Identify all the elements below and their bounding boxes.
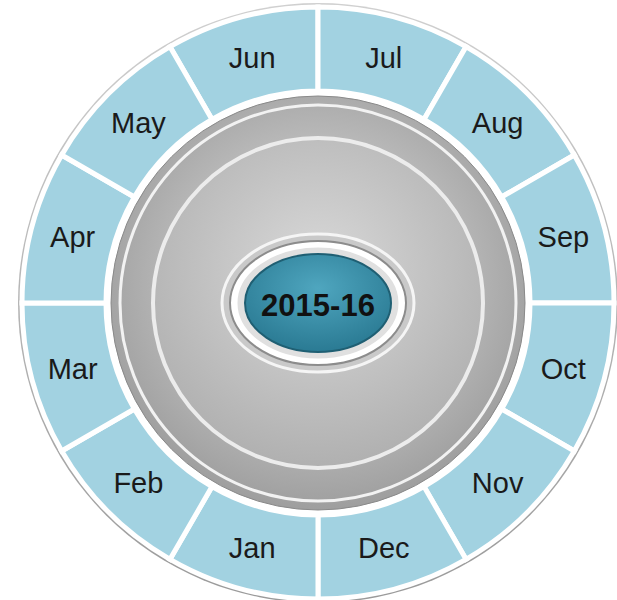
hub-ring — [230, 241, 406, 365]
month-label: Sep — [538, 223, 590, 252]
month-label: Jun — [229, 43, 276, 72]
segment-fill — [62, 47, 212, 197]
month-segment: Sep — [498, 151, 617, 306]
month-label: Feb — [113, 468, 163, 497]
segment-fill — [502, 155, 614, 303]
hub-ring — [236, 246, 400, 360]
month-label: Jul — [365, 43, 402, 72]
month-label: Oct — [541, 354, 586, 383]
month-segment: Dec — [315, 483, 469, 600]
hub-ring — [222, 234, 414, 372]
month-label: Aug — [472, 109, 524, 138]
month-label: Dec — [358, 534, 410, 563]
gray-disk — [111, 96, 525, 510]
disk-highlight — [120, 105, 516, 501]
segment-fill — [22, 303, 134, 451]
segment-fill — [318, 487, 466, 599]
month-label: Apr — [50, 223, 95, 252]
year-label: 2015-16 — [261, 290, 375, 321]
month-label: Mar — [48, 354, 98, 383]
outer-rim — [18, 3, 617, 600]
center-hub: 2015-16 — [243, 252, 393, 354]
inner-disk — [153, 138, 483, 468]
month-label: Jan — [229, 534, 276, 563]
rim-gap — [22, 7, 614, 599]
month-segment: Mar — [19, 300, 138, 455]
month-label: Nov — [472, 468, 524, 497]
month-segment: May — [58, 43, 215, 200]
hub-ellipse — [245, 254, 391, 352]
month-label: May — [111, 109, 166, 138]
